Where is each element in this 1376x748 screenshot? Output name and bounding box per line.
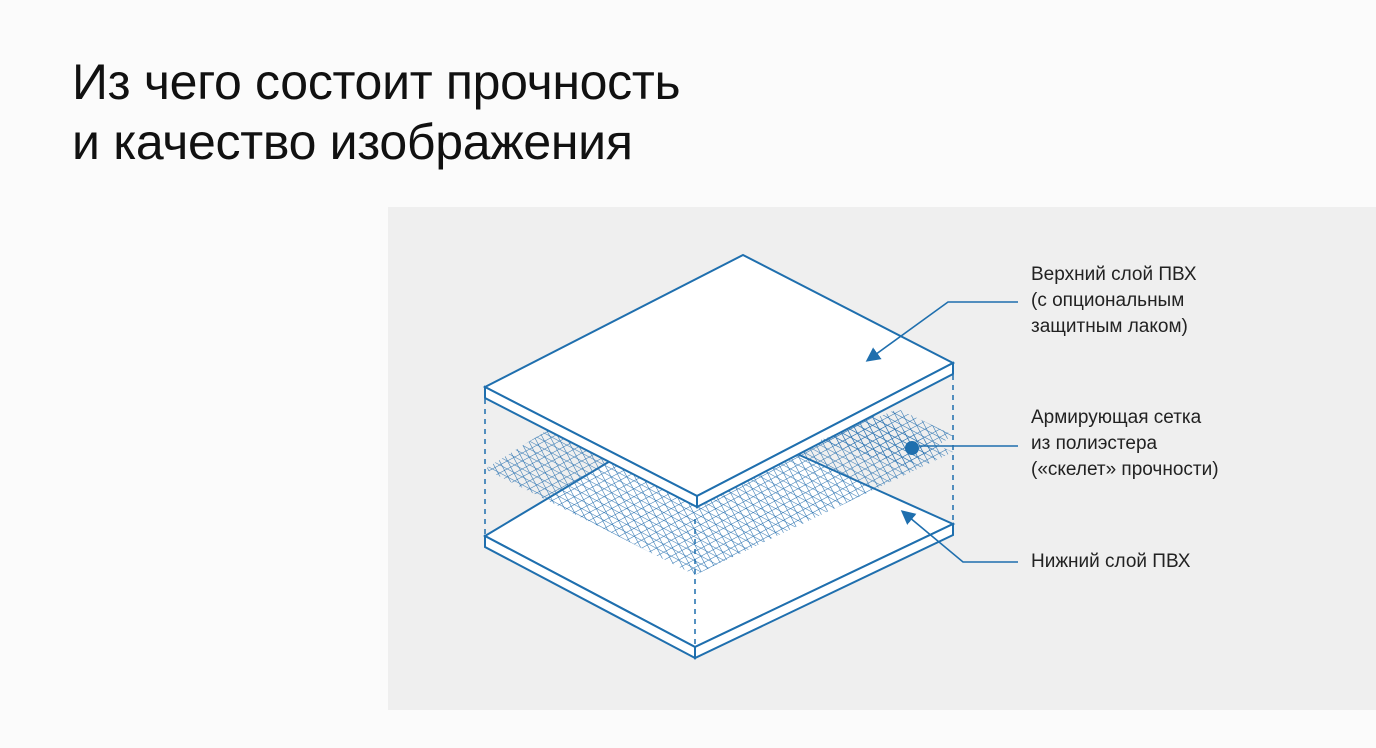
label-top-layer-line-3: защитным лаком)	[1031, 316, 1188, 337]
label-bottom-layer-line-1: Нижний слой ПВХ	[1031, 551, 1191, 572]
label-mesh-layer-line-1: Армирующая сетка	[1031, 407, 1202, 428]
label-mesh-layer-line-2: из полиэстера	[1031, 433, 1158, 454]
mesh-pointer-dot	[905, 441, 919, 455]
layer-diagram	[482, 253, 1018, 660]
page-title-line-1: Из чего состоит прочность	[72, 54, 681, 110]
label-mesh-layer-line-3: («скелет» прочности)	[1031, 459, 1219, 480]
label-bottom-layer: Нижний слой ПВХ	[1031, 549, 1190, 575]
bottom-layer-side-right	[694, 522, 954, 660]
callout-line-bottom	[900, 510, 1018, 563]
page-title: Из чего состоит прочность и качество изо…	[72, 52, 681, 172]
label-top-layer: Верхний слой ПВХ (с опциональным защитны…	[1031, 262, 1197, 340]
label-top-layer-line-1: Верхний слой ПВХ	[1031, 264, 1197, 285]
label-mesh-layer: Армирующая сетка из полиэстера («скелет»…	[1031, 405, 1219, 483]
top-layer-side-right	[696, 361, 954, 509]
callout-line-top	[865, 301, 1018, 362]
label-top-layer-line-2: (с опциональным	[1031, 290, 1185, 311]
page-title-line-2: и качество изображения	[72, 114, 633, 170]
dashed-guides	[484, 375, 954, 647]
mesh-layer-edge-right-cross	[818, 409, 953, 467]
top-layer	[482, 253, 956, 509]
layer-diagram-panel: Верхний слой ПВХ (с опциональным защитны…	[388, 207, 1376, 710]
